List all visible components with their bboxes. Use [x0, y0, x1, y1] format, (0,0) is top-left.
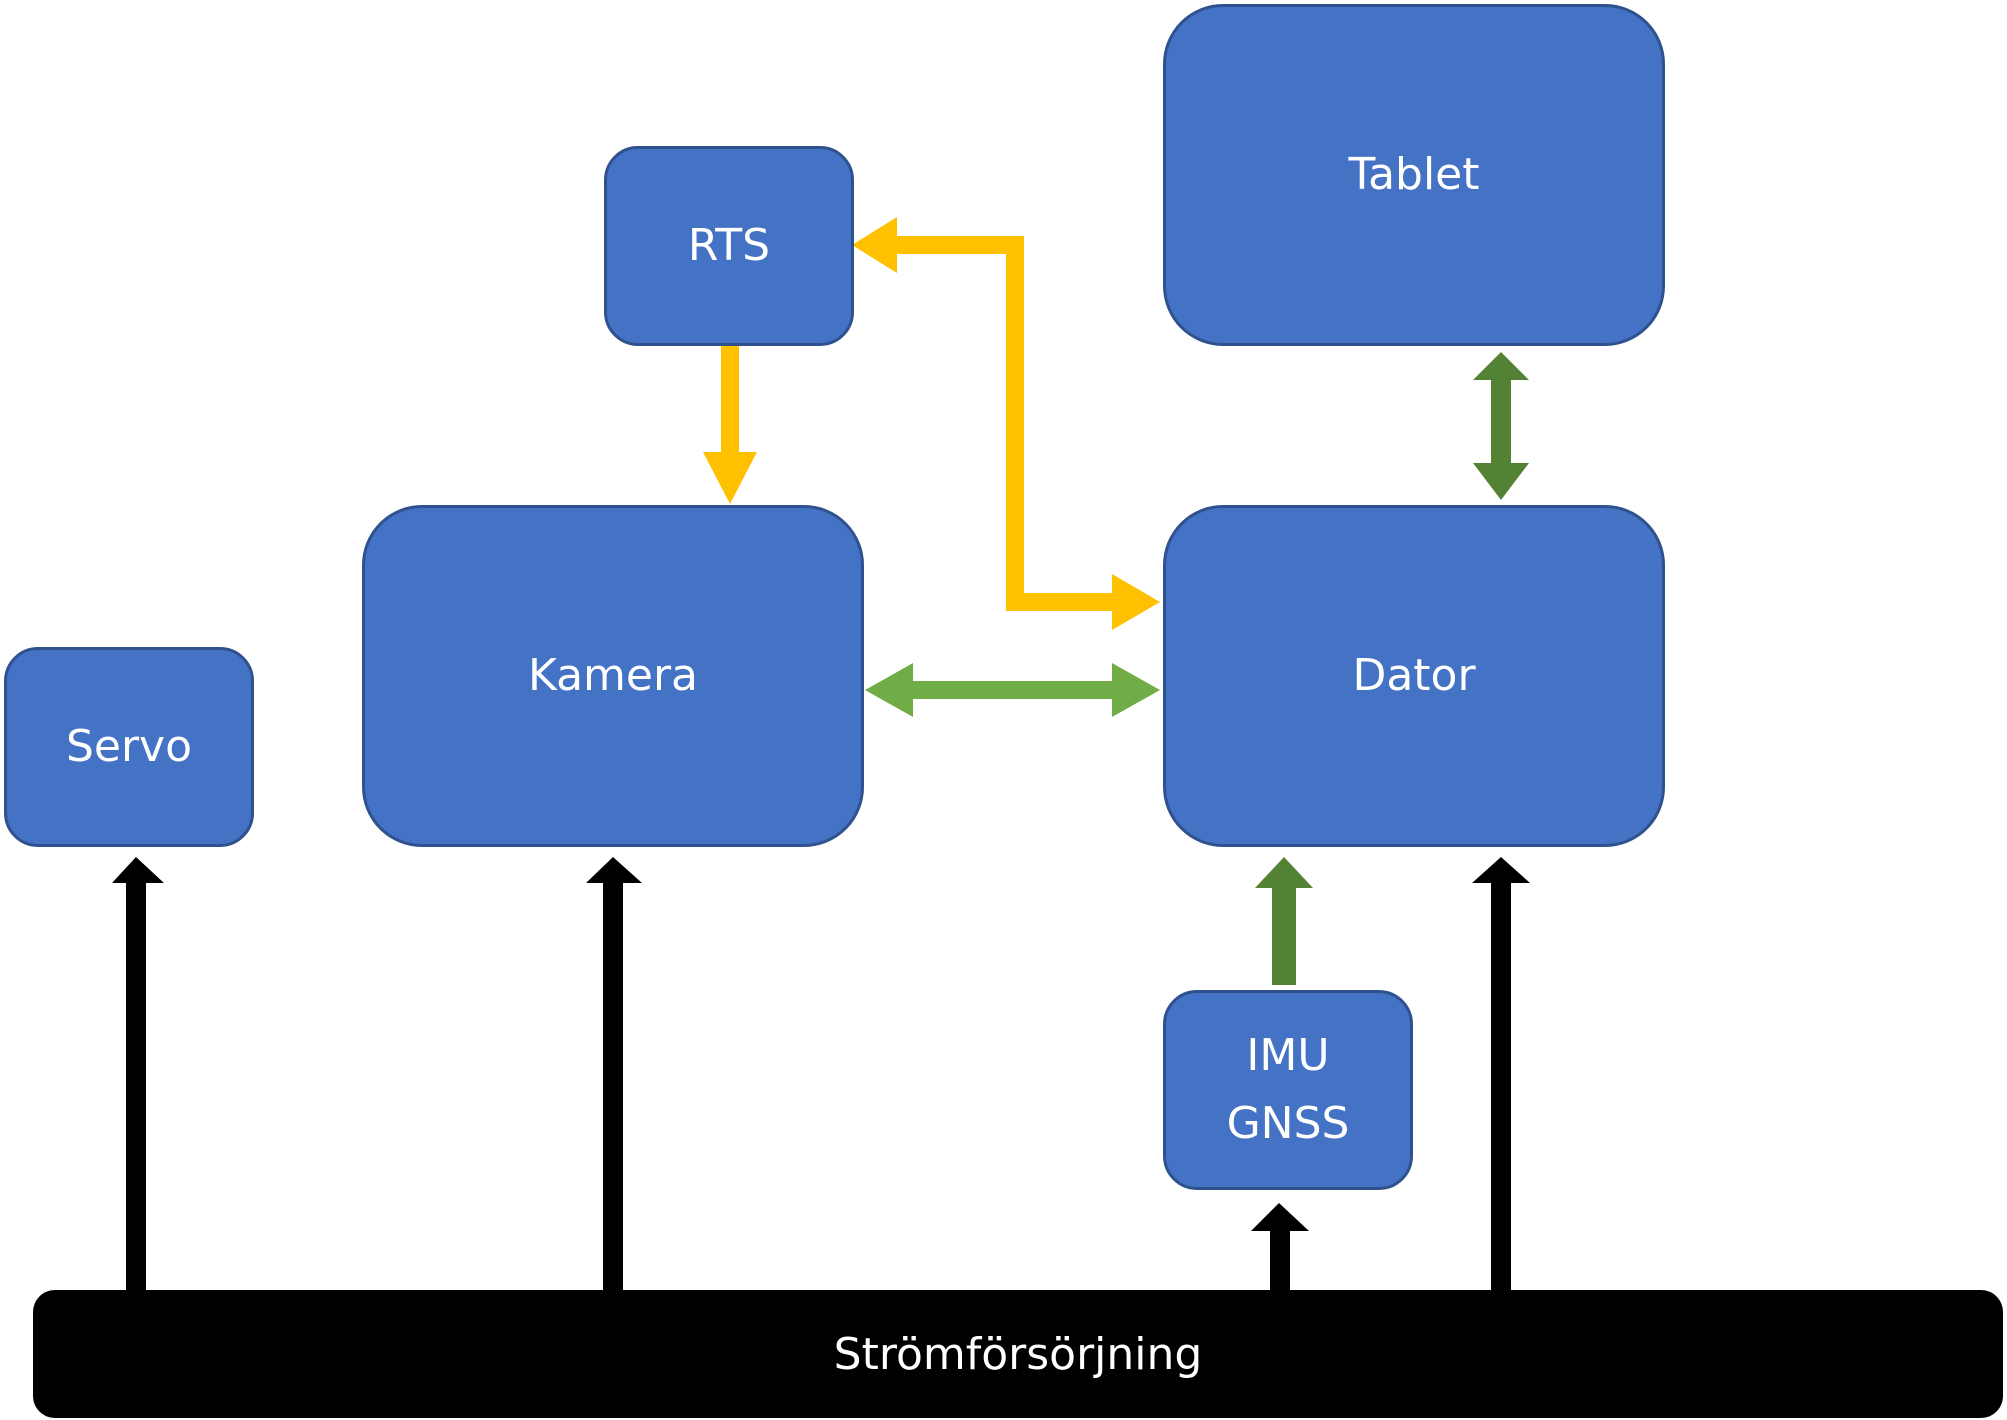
imu-gnss-block: IMU GNSS — [1163, 990, 1413, 1190]
power-arrow-imu — [1251, 1203, 1309, 1292]
power-bus: Strömförsörjning — [33, 1290, 2003, 1418]
arrow-rts-to-kamera — [703, 345, 757, 504]
servo-label: Servo — [65, 721, 193, 772]
power-arrow-servo — [112, 857, 164, 1292]
imu-label: IMU — [1246, 1029, 1330, 1081]
tablet-label: Tablet — [1348, 149, 1480, 200]
rts-label: RTS — [687, 220, 771, 271]
power-arrow-kamera — [586, 857, 642, 1292]
arrow-rts-dator — [852, 217, 1160, 630]
arrow-tablet-dator — [1473, 352, 1529, 500]
dator-label: Dator — [1352, 650, 1476, 701]
dator-block: Dator — [1163, 505, 1665, 847]
kamera-block: Kamera — [362, 505, 864, 847]
arrow-imu-to-dator — [1255, 857, 1313, 985]
arrow-kamera-dator — [865, 663, 1160, 717]
power-bus-label: Strömförsörjning — [833, 1328, 1203, 1380]
tablet-block: Tablet — [1163, 4, 1665, 346]
servo-block: Servo — [4, 647, 254, 847]
gnss-label: GNSS — [1226, 1098, 1350, 1149]
kamera-label: Kamera — [527, 650, 699, 701]
power-arrow-dator — [1472, 857, 1530, 1292]
rts-block: RTS — [604, 146, 854, 346]
